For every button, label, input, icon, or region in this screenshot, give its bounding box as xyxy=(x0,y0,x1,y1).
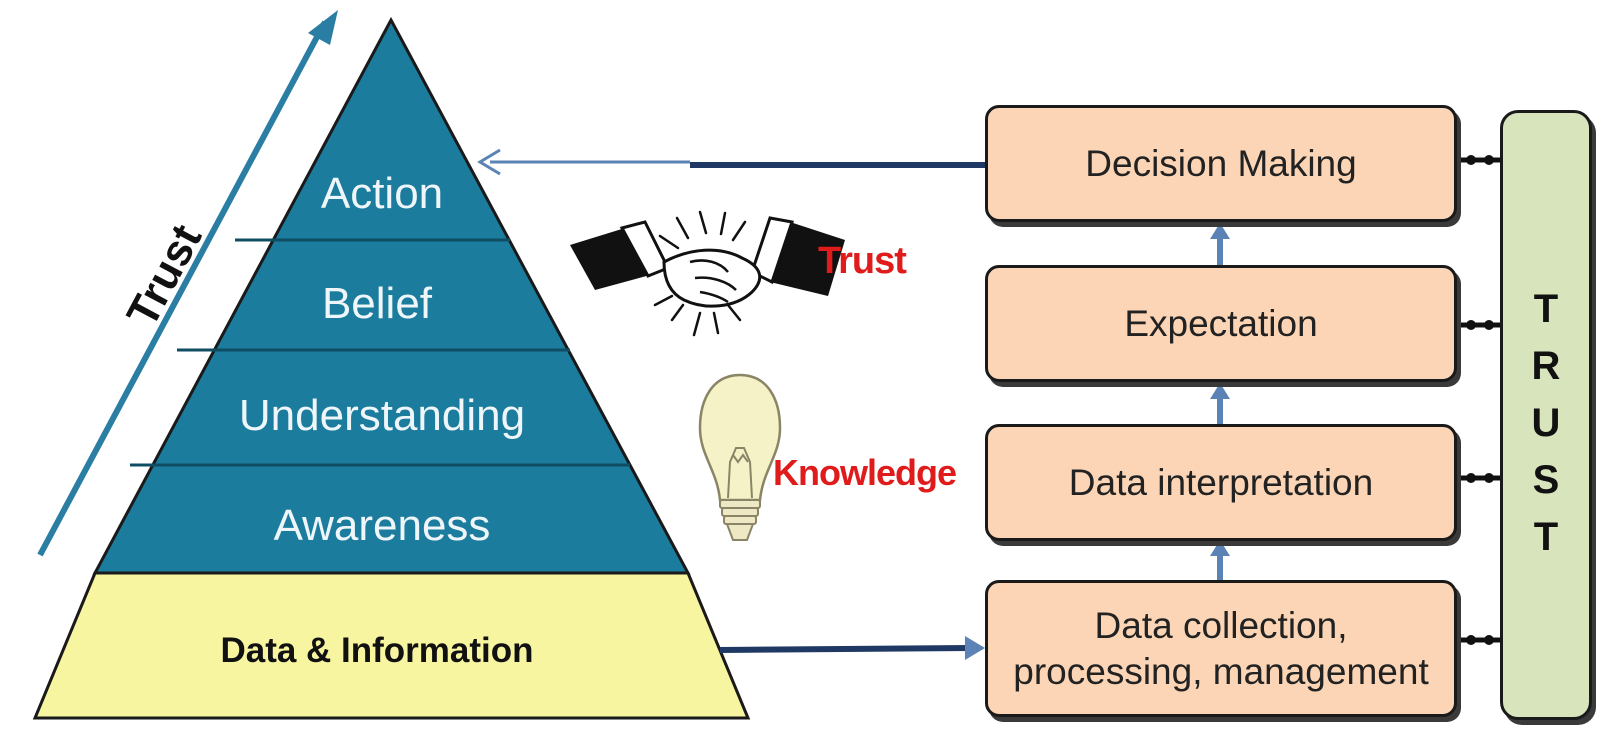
layer-belief: Belief xyxy=(322,279,433,328)
flow-box-expectation: Expectation xyxy=(985,265,1457,382)
flow-box-data-interpretation: Data interpretation xyxy=(985,424,1457,541)
flow-box-text: Data collection, xyxy=(1094,605,1348,647)
link-connector-icon xyxy=(1460,635,1500,645)
flow-box-text: Expectation xyxy=(1124,302,1318,344)
trust-letter: U xyxy=(1531,401,1561,445)
handshake-trust-label: Trust xyxy=(818,240,907,282)
flow-box-text: Data interpretation xyxy=(1068,461,1374,503)
feedback-arrow-head xyxy=(477,148,501,176)
flow-box-decision-making: Decision Making xyxy=(985,105,1457,222)
flow-box-data-collection: Data collection, processing, management xyxy=(985,580,1457,717)
link-connector-icon xyxy=(1460,155,1500,165)
layer-action: Action xyxy=(321,169,443,218)
feedback-arrow xyxy=(477,148,985,176)
input-arrow-head xyxy=(965,636,985,660)
input-arrow xyxy=(719,636,985,660)
pyramid-body xyxy=(92,16,691,575)
trust-letter: S xyxy=(1532,458,1560,502)
bulb-knowledge-label: Knowledge xyxy=(773,452,957,493)
trust-letter: T xyxy=(1533,515,1559,559)
up-arrow-icon xyxy=(1210,540,1230,580)
layer-data-information: Data & Information xyxy=(220,631,533,670)
lightbulb-icon xyxy=(698,373,782,541)
trust-letter: R xyxy=(1531,344,1561,388)
flow-box-text: processing, management xyxy=(1013,650,1429,692)
trust-letter: T xyxy=(1533,287,1559,331)
up-arrow-icon xyxy=(1210,223,1230,265)
trust-bar: T R U S T xyxy=(1500,110,1592,720)
trust-arrow-head xyxy=(308,10,338,45)
up-arrow-icon xyxy=(1210,383,1230,424)
trust-vertical-text: T R U S T xyxy=(1503,281,1589,566)
pyramid: Action Belief Understanding Awareness Da… xyxy=(32,16,751,720)
flow-box-text: Decision Making xyxy=(1085,142,1357,184)
layer-awareness: Awareness xyxy=(274,501,491,550)
handshake-icon xyxy=(570,210,845,337)
trust-side-label: Trust xyxy=(118,216,212,334)
flow-connectors xyxy=(1210,223,1230,580)
link-connector-icon xyxy=(1460,320,1500,330)
trust-links xyxy=(1460,155,1500,645)
layer-understanding: Understanding xyxy=(239,391,525,440)
link-connector-icon xyxy=(1460,473,1500,483)
